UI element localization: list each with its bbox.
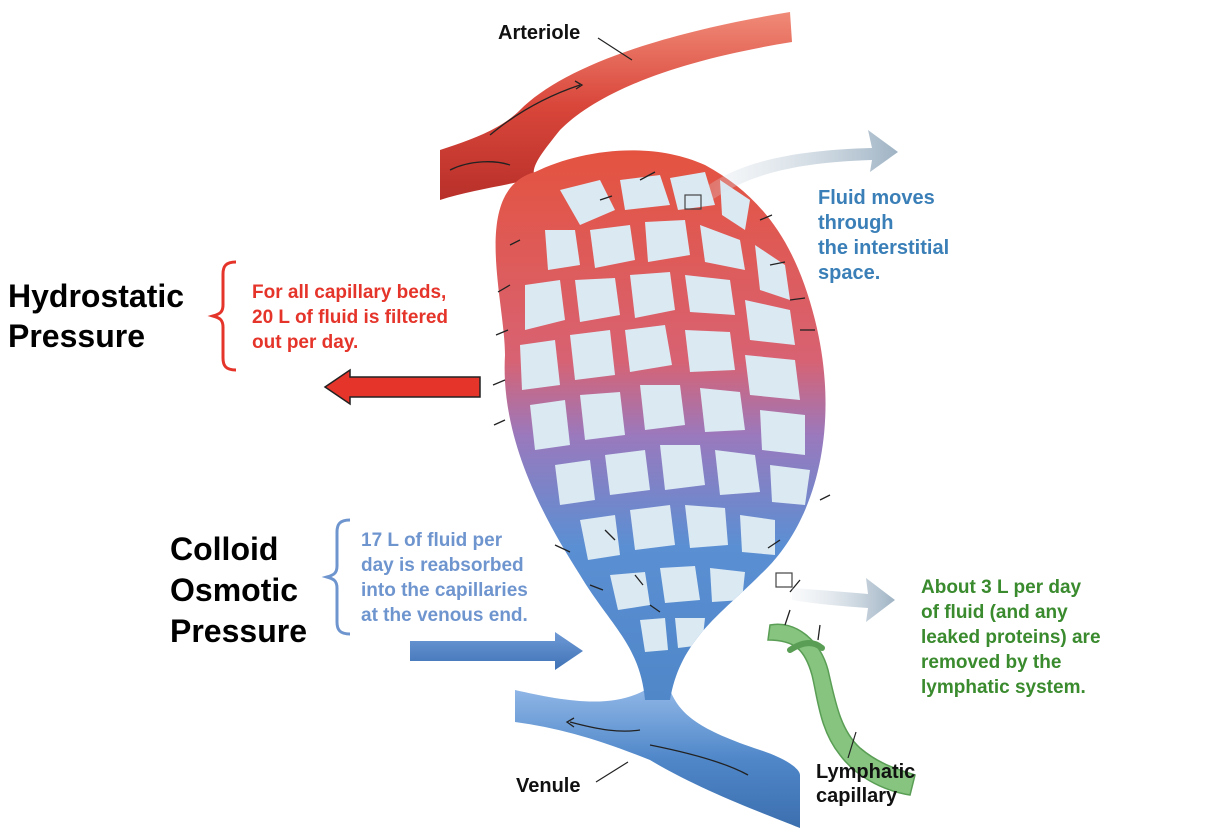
lymphatic-leader [847,731,857,759]
arteriole-vessel [440,12,792,200]
gray-arrow-icon [702,130,898,200]
lymphatic-label: Lymphatic capillary [816,761,916,807]
lymphatic-capillary [767,623,916,796]
gray-arrow-icon [792,578,895,622]
reabsorption-note: 17 L of fluid per day is reabsorbed into… [361,530,528,626]
arteriole-leader [597,37,633,61]
colloid-osmotic-pressure-label: Colloid Osmotic Pressure [170,531,307,649]
arteriole-label: Arteriole [498,22,581,44]
filtration-arrows [492,171,831,501]
lymph-box [775,572,793,588]
venule-leader [595,761,629,783]
venule-vessel [515,690,800,828]
lymphatic-removal-note: About 3 L per day of fluid (and any leak… [921,577,1101,698]
venule-label: Venule [516,775,581,797]
hydrostatic-pressure-label: Hydrostatic Pressure [8,278,185,354]
red-arrow-left-icon [323,368,481,406]
hydrostatic-brace [207,260,237,372]
filtration-note: For all capillary beds, 20 L of fluid is… [252,282,449,353]
interstitial-mesh [520,172,810,652]
interstitial-box [684,194,702,210]
reabsorption-arrows [554,529,821,641]
interstitial-note: Fluid moves through the interstitial spa… [818,187,950,284]
colloid-brace [321,518,351,636]
blue-arrow-right-icon [410,632,583,670]
